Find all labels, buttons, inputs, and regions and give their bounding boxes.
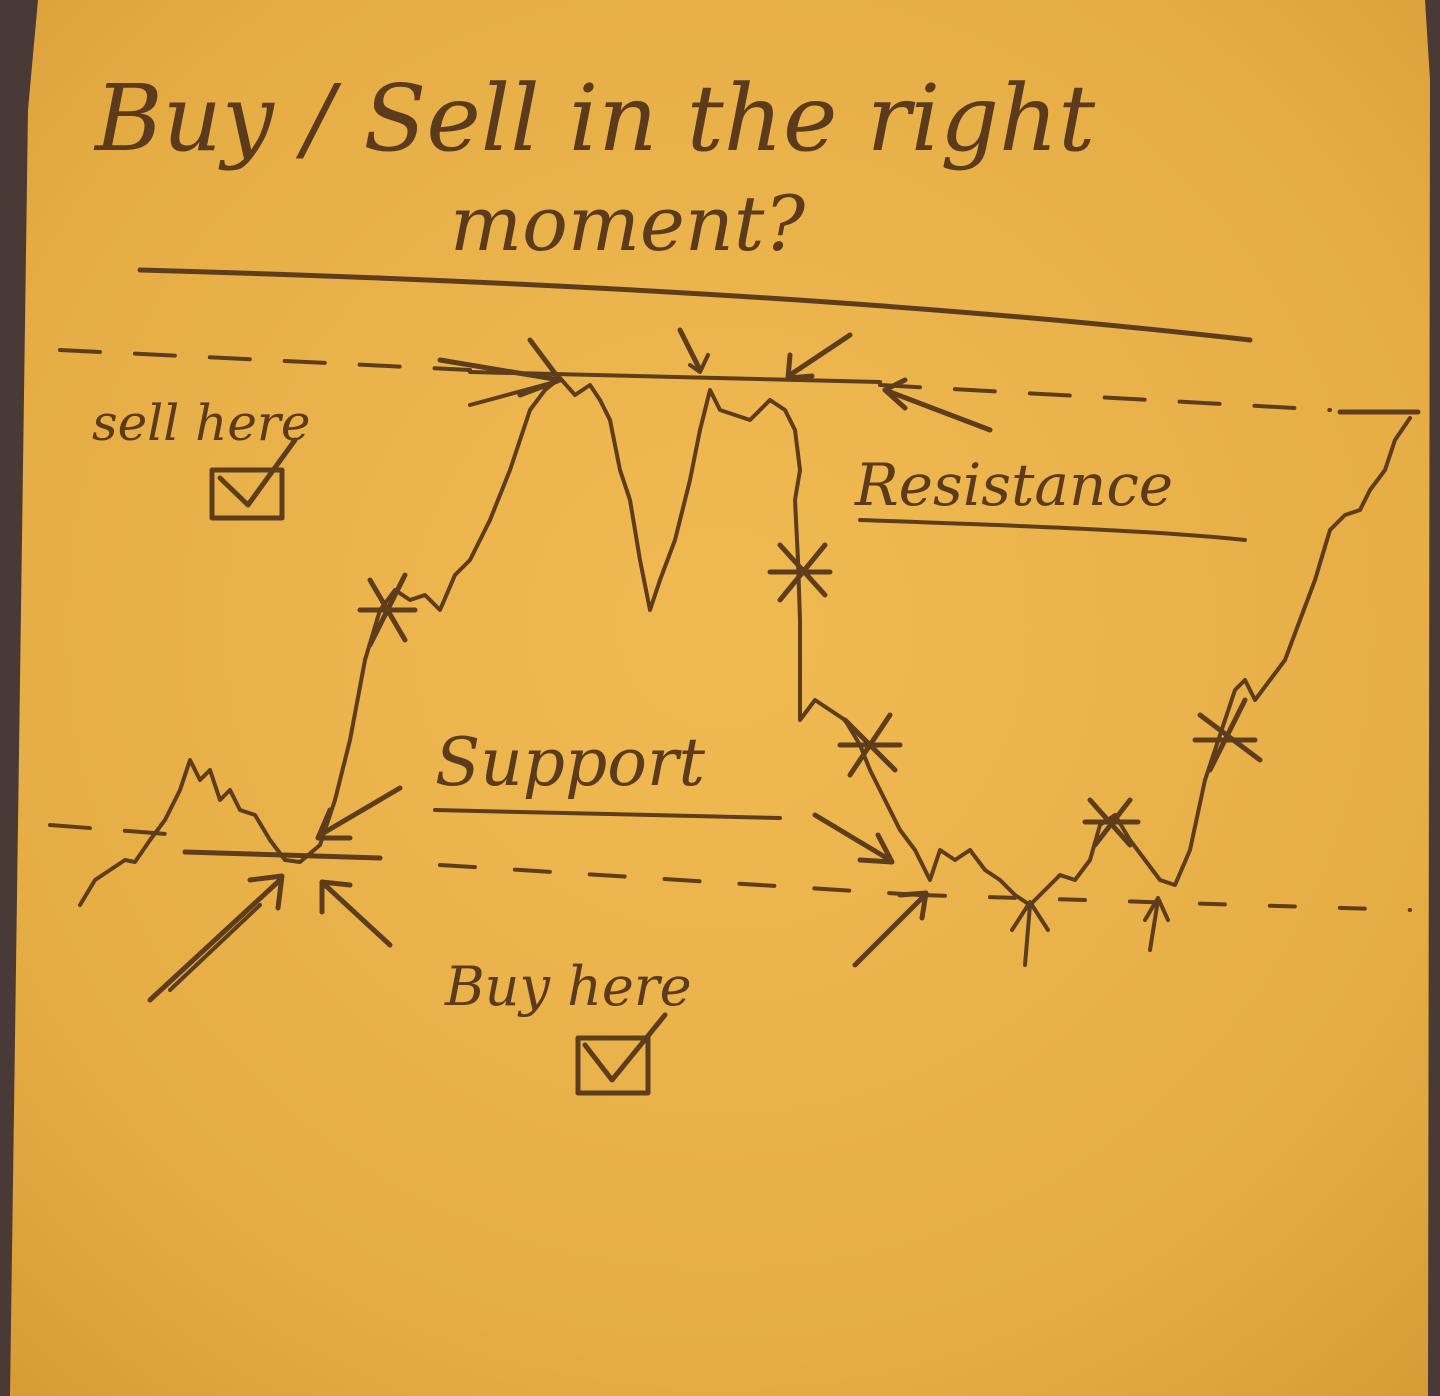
- support-underline: [433, 808, 782, 820]
- checkbox-checked-icon: [575, 1012, 668, 1096]
- resistance-dash-right: [878, 383, 1332, 412]
- star-marker-icon: [837, 712, 903, 778]
- arrow-icon: [315, 785, 403, 841]
- arrow-icon: [319, 879, 393, 948]
- title-underline: [137, 267, 1253, 343]
- buy-label: Buy here: [444, 955, 692, 1018]
- star-marker-icon: [767, 542, 833, 603]
- arrow-icon: [785, 332, 853, 381]
- arrow-icon: [882, 377, 993, 433]
- title-line-2: moment?: [450, 179, 806, 268]
- sell-label: sell here: [92, 394, 310, 452]
- star-marker-icon: [1192, 697, 1263, 773]
- checkbox-checked-icon: [209, 437, 298, 521]
- resistance-underline: [858, 518, 1247, 542]
- support-label: Support: [435, 724, 706, 801]
- paper: [10, 0, 1430, 1396]
- resistance-label: Resistance: [854, 451, 1173, 519]
- star-marker-icon: [357, 572, 418, 648]
- arrow-icon: [677, 327, 710, 374]
- arrow-icon: [1010, 900, 1050, 967]
- arrow-icon: [852, 890, 929, 968]
- arrow-icon: [812, 812, 895, 865]
- arrow-icon: [1143, 896, 1170, 952]
- title-line-1: Buy / Sell in the right: [93, 65, 1096, 172]
- arrow-icon: [147, 873, 285, 1003]
- star-marker-icon: [1082, 797, 1141, 848]
- arrow-icon: [437, 337, 563, 407]
- support-dash-right: [918, 893, 1412, 912]
- support-dash-mid: [438, 863, 922, 897]
- support-dash-left: [48, 823, 182, 837]
- price-curve: [78, 376, 1412, 907]
- resistance-line: [468, 370, 882, 384]
